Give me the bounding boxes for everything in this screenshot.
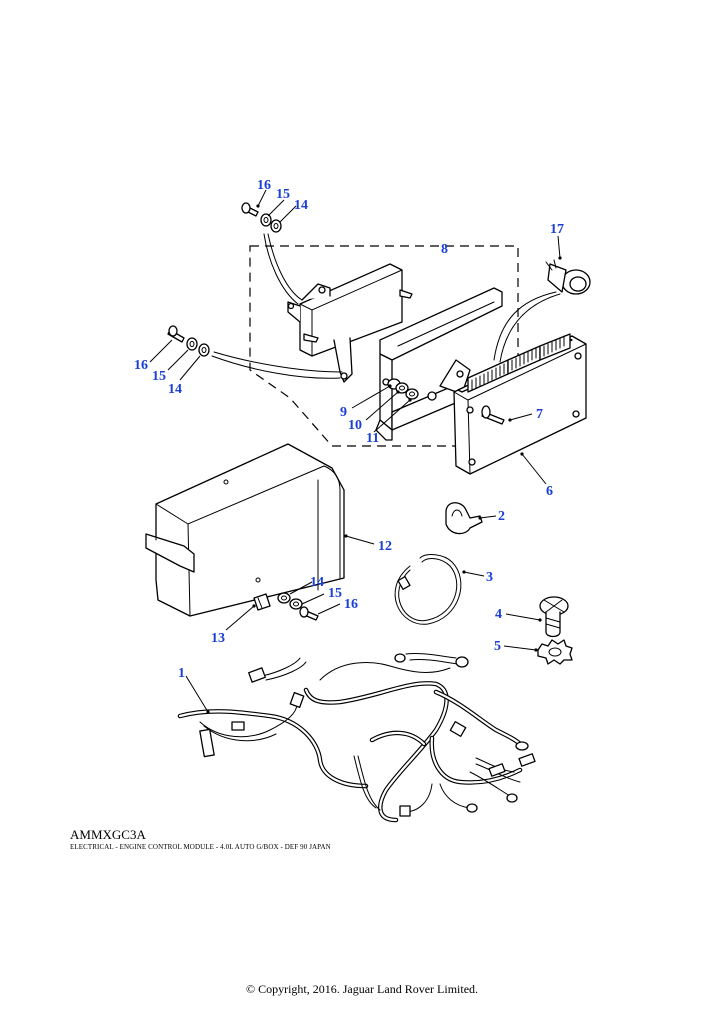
callout-6: 6 xyxy=(546,484,553,499)
callout-1: 1 xyxy=(178,666,185,681)
copyright-notice: © Copyright, 2016. Jaguar Land Rover Lim… xyxy=(245,982,479,996)
washer-15-top xyxy=(260,213,272,227)
nut-11 xyxy=(405,388,419,400)
callout-16-bottom: 16 xyxy=(344,597,358,612)
callout-13: 13 xyxy=(211,631,225,646)
module-cover xyxy=(145,443,345,617)
mounting-bracket xyxy=(287,263,413,383)
callout-4: 4 xyxy=(495,607,502,622)
callout-10: 10 xyxy=(348,418,362,433)
callout-11: 11 xyxy=(366,431,379,446)
washer-14-bottom xyxy=(277,592,291,604)
assembly-boundary-8 xyxy=(249,245,519,447)
callout-numbers: 1 2 3 4 5 6 7 8 9 10 11 12 13 14 14 14 1… xyxy=(134,178,564,681)
callout-14-top: 14 xyxy=(294,198,308,213)
callout-8: 8 xyxy=(441,242,448,257)
diagram-code: AMMXGC3A xyxy=(70,827,146,842)
washer-15-left xyxy=(186,337,198,351)
lock-washer-5 xyxy=(537,639,573,665)
callout-9: 9 xyxy=(340,405,347,420)
screw-7 xyxy=(481,405,505,425)
callout-14-left: 14 xyxy=(168,382,182,397)
screw-16-bottom xyxy=(299,606,319,621)
callout-15-top: 15 xyxy=(276,187,290,202)
screw-16-left xyxy=(167,325,185,343)
leader-lines xyxy=(149,189,562,714)
clip-13 xyxy=(253,593,271,611)
callout-15-bottom: 15 xyxy=(328,586,342,601)
callout-14-bottom: 14 xyxy=(310,575,324,590)
callout-16-left: 16 xyxy=(134,358,148,373)
washer-10 xyxy=(395,382,409,394)
callout-5: 5 xyxy=(494,639,501,654)
callout-2: 2 xyxy=(498,509,505,524)
engine-control-module xyxy=(453,333,587,475)
washer-15-bottom xyxy=(289,598,303,610)
callout-12: 12 xyxy=(378,539,392,554)
screw-4 xyxy=(539,596,569,638)
callout-17: 17 xyxy=(550,222,564,237)
callout-3: 3 xyxy=(486,570,493,585)
washer-14-left xyxy=(198,343,210,357)
callout-16-top: 16 xyxy=(257,178,271,193)
cable-clip-2 xyxy=(445,502,483,535)
callout-15-left: 15 xyxy=(152,369,166,384)
wiring-harness xyxy=(177,653,536,823)
washer-14-top xyxy=(270,219,282,233)
cable-tie-3 xyxy=(394,554,462,625)
connector-17 xyxy=(545,259,591,295)
callout-7: 7 xyxy=(536,407,543,422)
diagram-caption: ELECTRICAL - ENGINE CONTROL MODULE - 4.0… xyxy=(70,843,331,851)
screw-16-top xyxy=(241,202,259,217)
